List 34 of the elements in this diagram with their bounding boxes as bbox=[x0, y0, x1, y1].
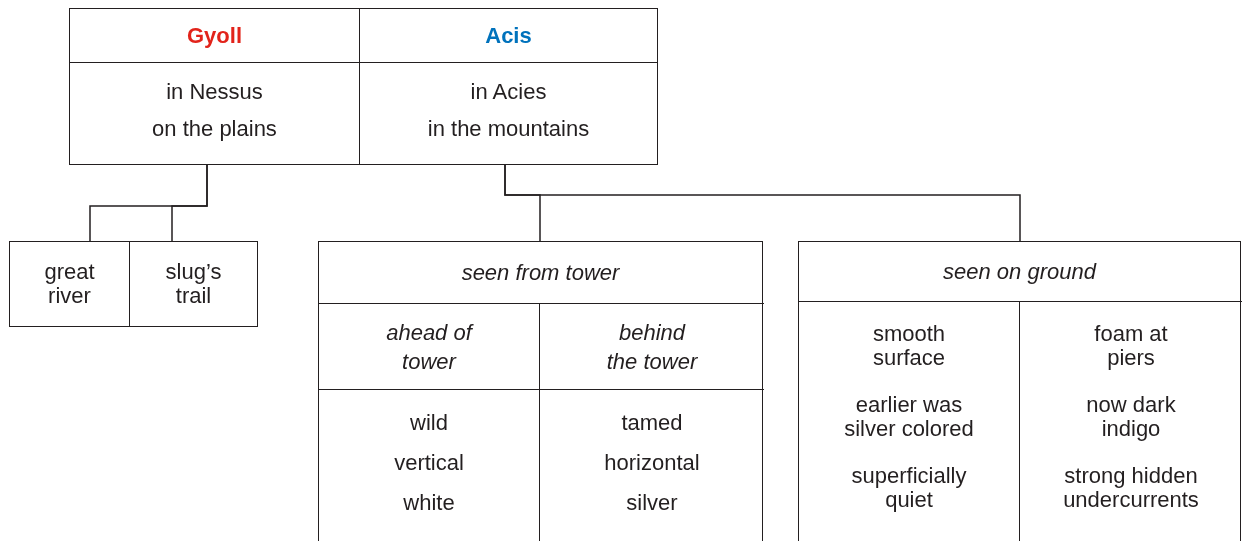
cell-text: vertical bbox=[394, 449, 464, 477]
cell-text: now dark indigo bbox=[1085, 393, 1177, 441]
cell-text: smooth surface bbox=[871, 322, 947, 370]
column-heading: Acis bbox=[485, 22, 532, 50]
cell-text: in Nessus bbox=[166, 78, 263, 106]
cell-text: great river bbox=[43, 260, 96, 308]
cell-text: earlier was silver colored bbox=[843, 393, 975, 441]
table-box bbox=[130, 241, 258, 327]
connector-line bbox=[171, 164, 208, 242]
column-heading: ahead of tower bbox=[385, 318, 475, 376]
table-column bbox=[799, 301, 1020, 541]
table-box bbox=[798, 241, 1241, 541]
cell-text: silver bbox=[626, 489, 678, 517]
cell-text: white bbox=[403, 489, 455, 517]
table-heading: seen on ground bbox=[942, 258, 1098, 286]
cell-text: slug’s trail bbox=[164, 260, 223, 308]
table-box bbox=[9, 241, 130, 327]
cell-text: in the mountains bbox=[427, 115, 590, 143]
table-heading: seen from tower bbox=[460, 259, 621, 287]
cell-text: strong hidden undercurrents bbox=[1062, 464, 1200, 512]
column-heading: behind the tower bbox=[605, 318, 699, 376]
cell-text: in Acies bbox=[470, 78, 547, 106]
cell-text: on the plains bbox=[152, 115, 277, 143]
table-box bbox=[318, 241, 763, 541]
table-column bbox=[319, 303, 540, 541]
cell-text: horizontal bbox=[604, 449, 700, 477]
cell-text: foam at piers bbox=[1093, 322, 1169, 370]
cell-text: tamed bbox=[621, 409, 683, 437]
table-box bbox=[69, 8, 360, 165]
table-box bbox=[360, 8, 658, 165]
connector-line bbox=[504, 164, 1021, 242]
cell-text: superficially quiet bbox=[850, 464, 968, 512]
cell-text: wild bbox=[410, 409, 448, 437]
column-heading: Gyoll bbox=[187, 22, 242, 50]
